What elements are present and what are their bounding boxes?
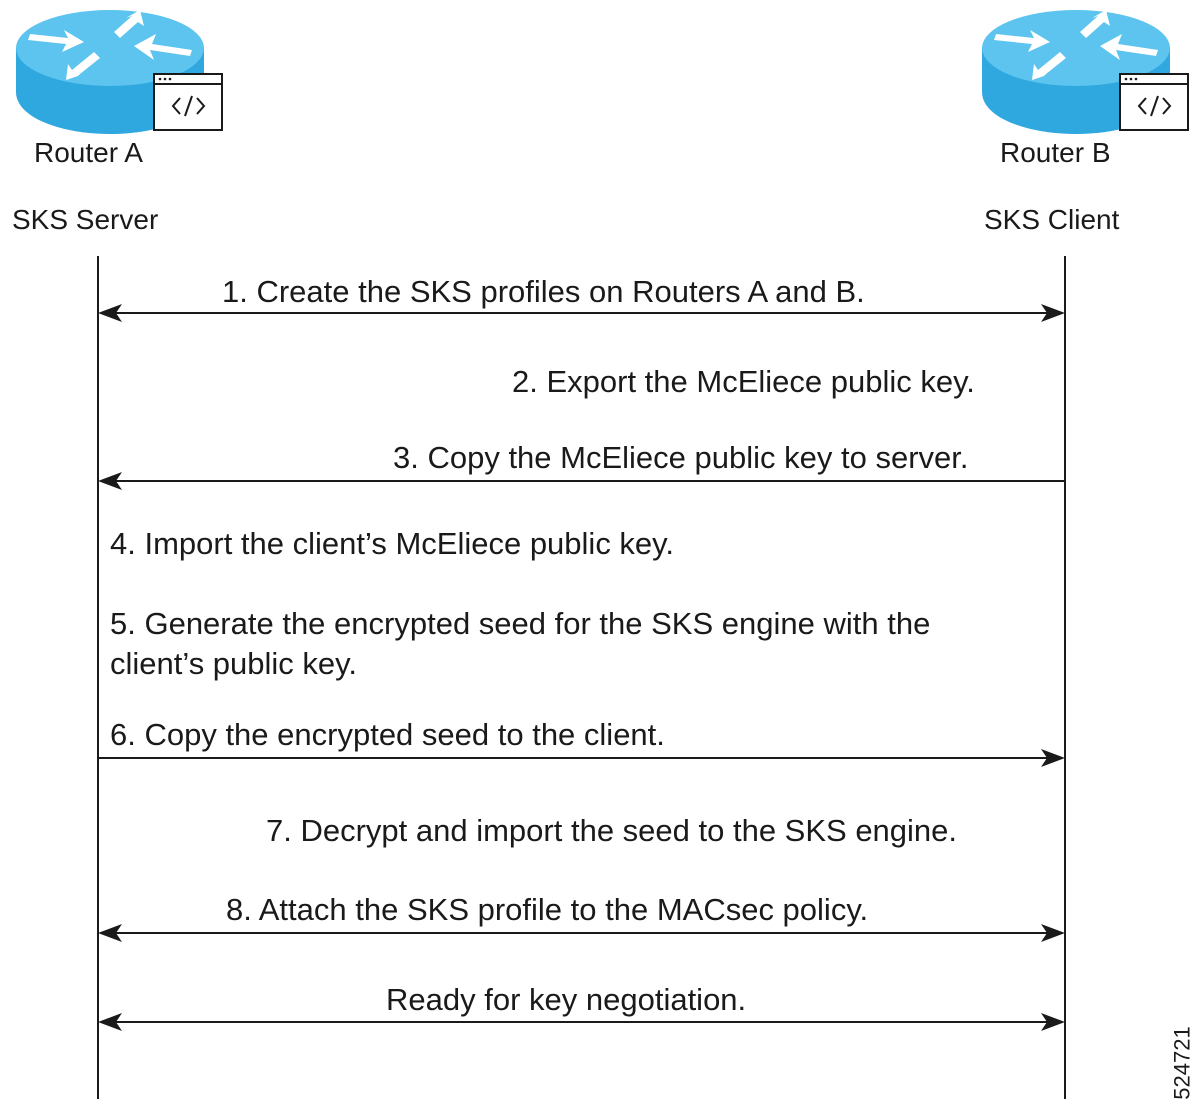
router-a-icon: [16, 10, 223, 134]
step-5-label: 5. Generate the encrypted seed for the S…: [110, 606, 931, 681]
step-4-label: 4. Import the client’s McEliece public k…: [110, 526, 674, 561]
step-6-label: 6. Copy the encrypted seed to the client…: [110, 717, 665, 752]
router-a-name: Router A: [34, 137, 143, 168]
arrow-step-3: [98, 472, 1064, 490]
arrow-step-6: [98, 749, 1065, 767]
arrow-step-1: [98, 304, 1065, 322]
step-1-label: 1. Create the SKS profiles on Routers A …: [222, 274, 865, 309]
router-b-icon: [982, 10, 1189, 134]
arrow-ready: [98, 1013, 1065, 1031]
step-7-label: 7. Decrypt and import the seed to the SK…: [266, 813, 958, 848]
code-window-icon: [1119, 73, 1189, 131]
step-2-label: 2. Export the McEliece public key.: [512, 364, 975, 399]
step-3-label: 3. Copy the McEliece public key to serve…: [393, 440, 969, 475]
router-b-role: SKS Client: [984, 204, 1120, 235]
router-b-lifeline: [1064, 256, 1066, 1099]
figure-id: 524721: [1169, 1026, 1191, 1099]
arrow-step-8: [98, 924, 1065, 942]
router-a-role: SKS Server: [12, 204, 159, 235]
code-window-icon: [153, 73, 223, 131]
step-8-label: 8. Attach the SKS profile to the MACsec …: [226, 892, 869, 927]
router-b-name: Router B: [1000, 137, 1111, 168]
ready-label: Ready for key negotiation.: [386, 982, 747, 1017]
router-a-lifeline: [97, 256, 99, 1099]
